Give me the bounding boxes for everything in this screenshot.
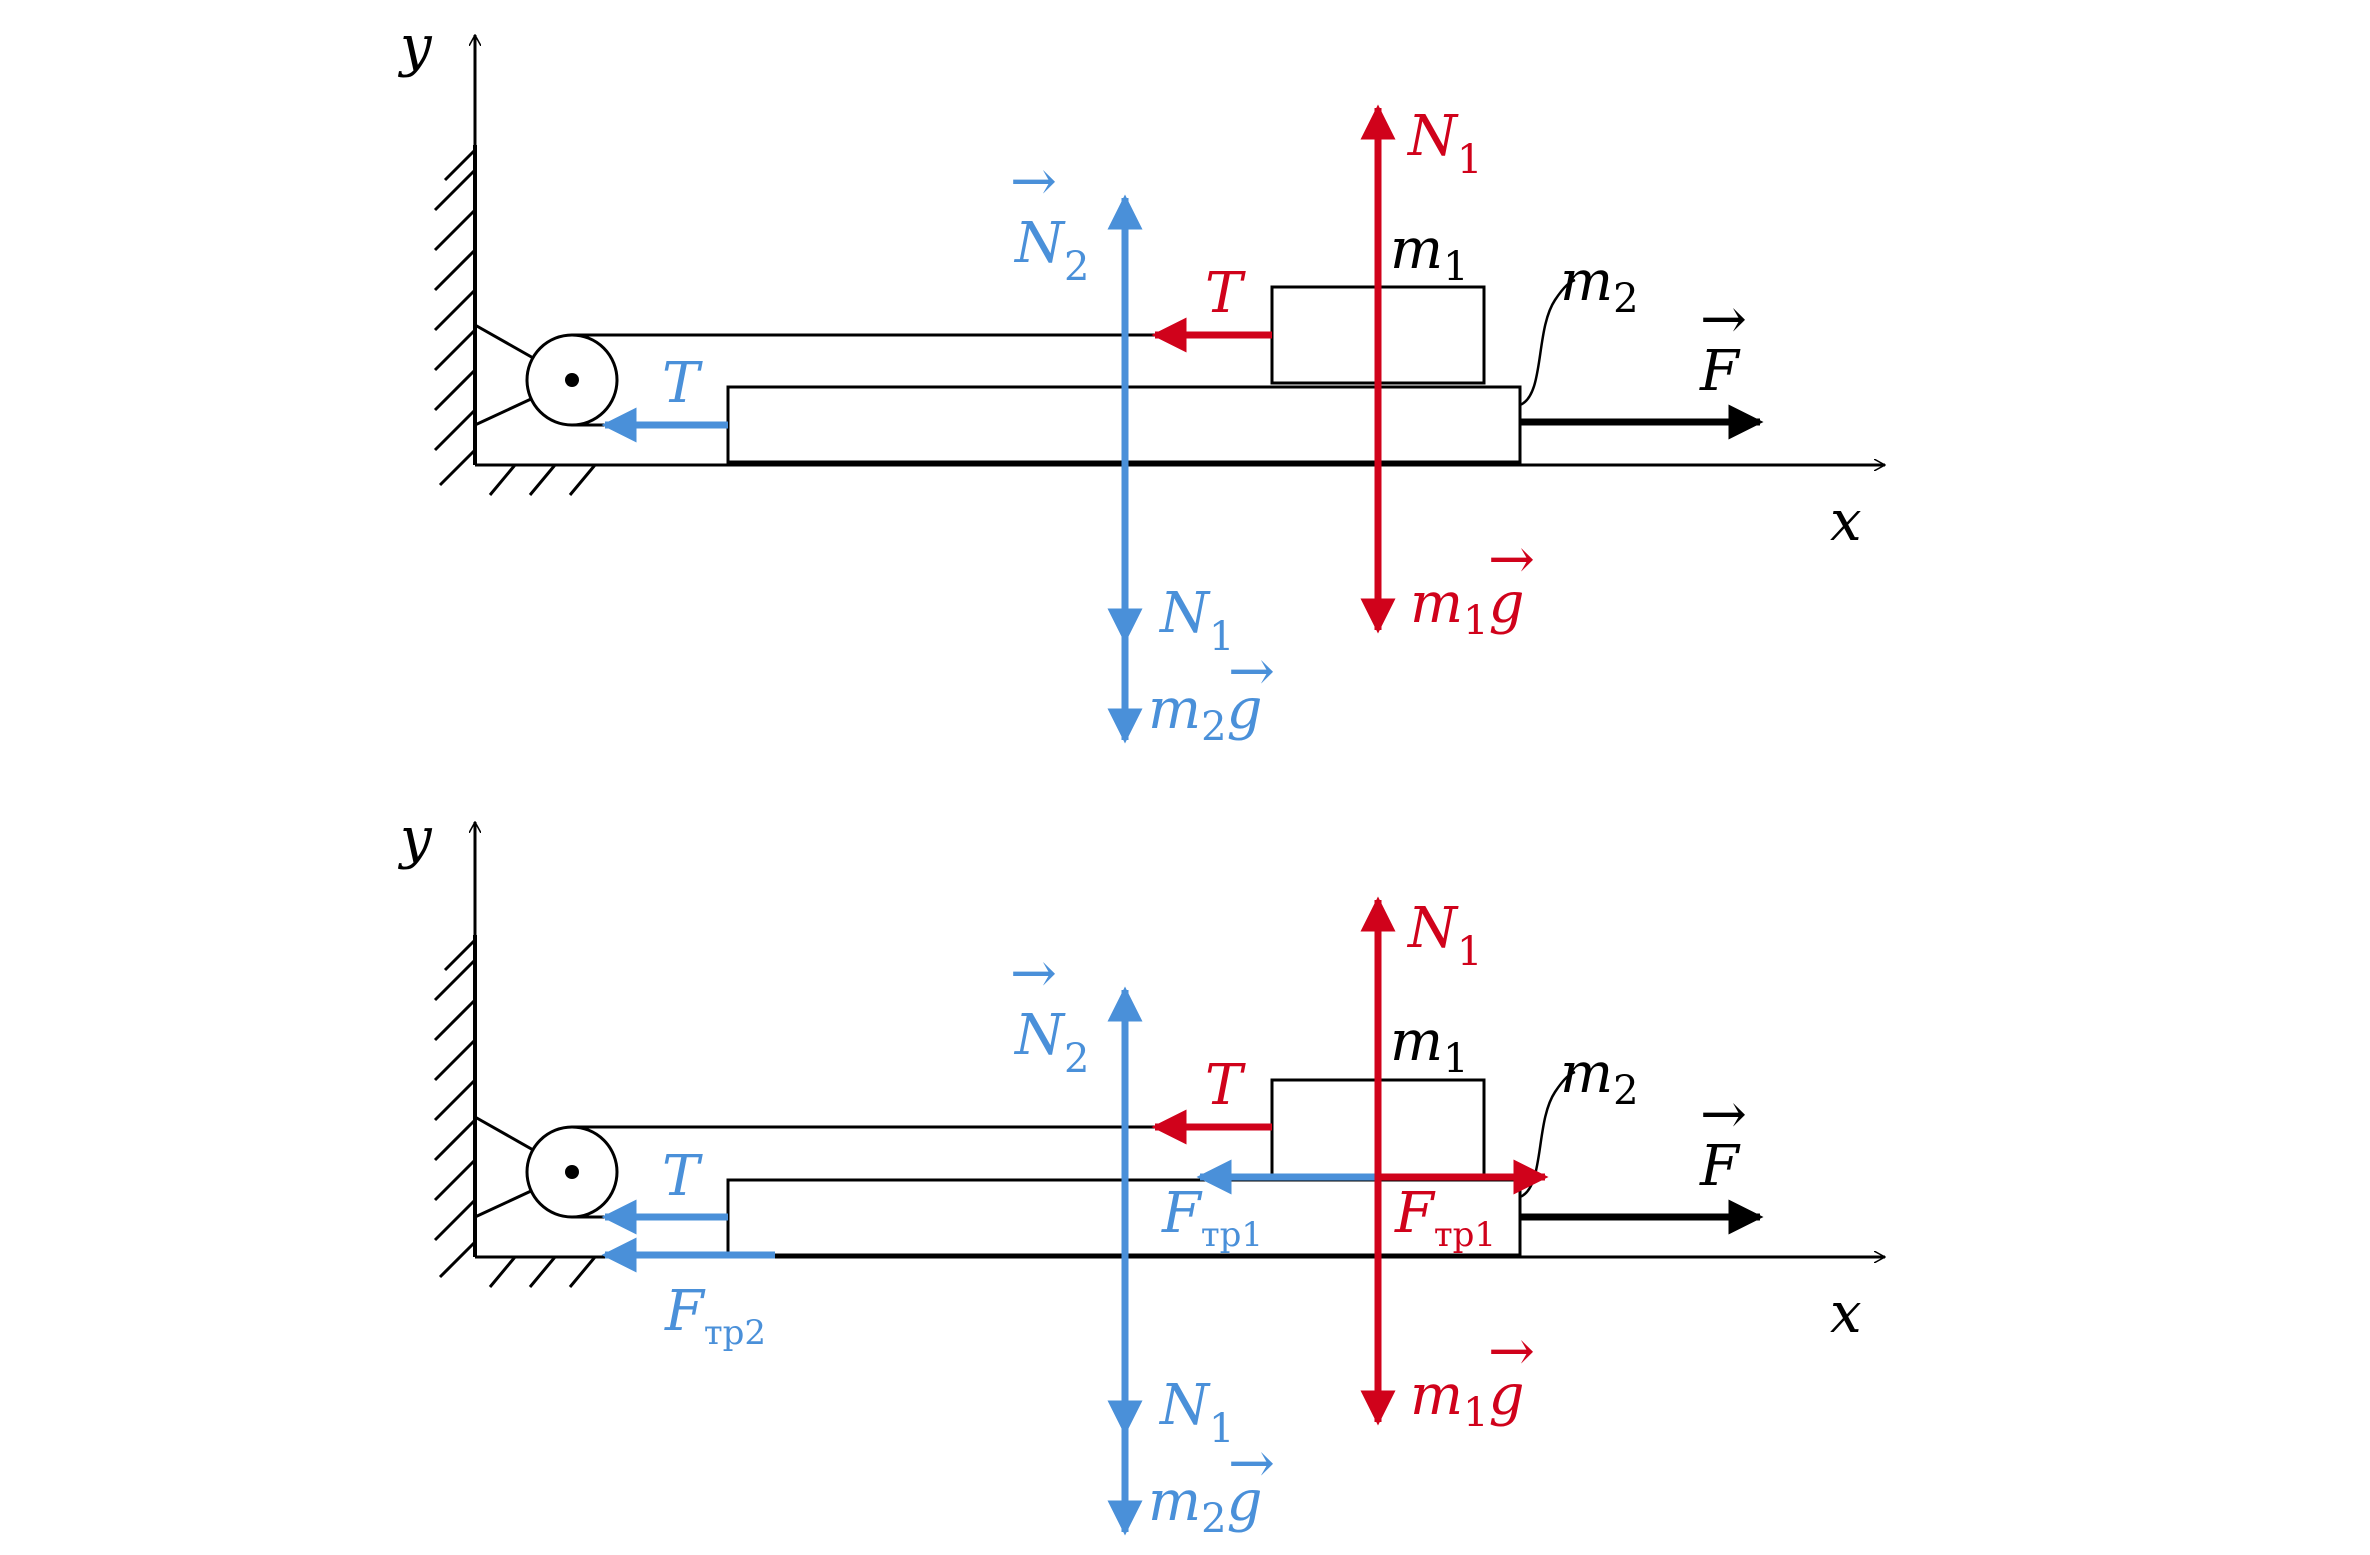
m1-label: m1 — [1390, 217, 1469, 290]
force-F-label: F — [1699, 339, 1741, 404]
weight-m1g-vec: → — [1488, 527, 1535, 592]
weight-m1g-label: m1g — [1410, 1363, 1524, 1436]
tension-T-m1-label: T — [1205, 1053, 1246, 1118]
x-axis-label: x — [1830, 1281, 1862, 1346]
friction-Ftr1-on-m2-label: Fтр1 — [1161, 1181, 1263, 1255]
m1-label: m1 — [1390, 1009, 1469, 1082]
normal-N2-label: N2 — [1013, 211, 1089, 290]
m2-label: m2 — [1560, 249, 1639, 322]
normal-N2-label: N2 — [1013, 1003, 1089, 1082]
weight-m2g-label: m2g — [1148, 1469, 1262, 1542]
weight-m2g-vec: → — [1228, 1431, 1275, 1496]
tension-T-m1-label: T — [1205, 261, 1246, 326]
x-axis-label: x — [1830, 489, 1862, 554]
weight-m1g-label: m1g — [1410, 571, 1524, 644]
m2-leader — [1519, 278, 1576, 407]
pulley-axle — [565, 373, 579, 387]
normal-N2-vec: → — [1010, 149, 1057, 214]
normal-N1-label: N1 — [1406, 104, 1482, 183]
normal-N2-vec: → — [1010, 941, 1057, 1006]
panel-top: y x m1 m2 F → T T N1 m1g → — [397, 14, 1885, 750]
pulley-axle — [565, 1165, 579, 1179]
force-N1-on-m2-label: N1 — [1158, 1373, 1234, 1452]
y-axis-label: y — [397, 14, 433, 79]
friction-Ftr1-on-m1-label: Fтр1 — [1394, 1181, 1496, 1255]
force-N1-on-m2-label: N1 — [1158, 581, 1234, 660]
force-F-vec: → — [1700, 1082, 1747, 1147]
friction-Ftr2-label: Fтр2 — [664, 1279, 766, 1353]
weight-m2g-vec: → — [1228, 639, 1275, 704]
weight-m1g-vec: → — [1488, 1319, 1535, 1384]
force-F-vec: → — [1700, 287, 1747, 352]
force-F-label: F — [1699, 1134, 1741, 1199]
tension-T-m2-label: T — [662, 351, 703, 416]
wall-hatching — [433, 938, 597, 1288]
wall-hatching — [433, 148, 597, 496]
panel-bottom: y x m1 m2 F → T Fтр2 T Fт — [397, 806, 1885, 1542]
m2-label: m2 — [1560, 1041, 1639, 1114]
tension-T-m2-label: T — [662, 1144, 703, 1209]
y-axis-label: y — [397, 806, 433, 871]
normal-N1-label: N1 — [1406, 896, 1482, 975]
weight-m2g-label: m2g — [1148, 677, 1262, 750]
